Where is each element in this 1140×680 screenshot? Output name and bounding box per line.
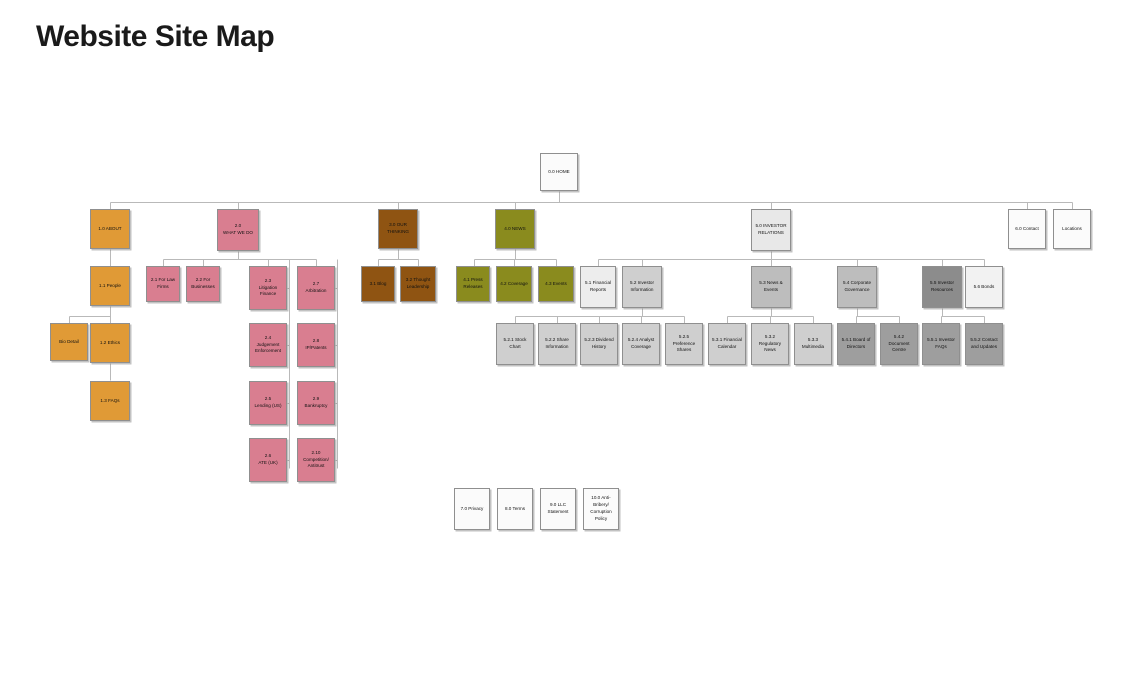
sitemap-node-label: 9.0 LLC Statement (547, 502, 569, 514)
sitemap-node-n2_2[interactable]: 2.2 For Businesses (186, 266, 220, 302)
sitemap-node-label: 5.2.3 Dividend History (584, 337, 614, 349)
sitemap-node-n4_1[interactable]: 4.1 Press Releases (456, 266, 490, 302)
sitemap-node-label: 1.3 FAQs (100, 397, 120, 403)
sitemap-node-n5_2_4[interactable]: 5.2.4 Analyst Coverage (622, 323, 660, 365)
page-title: Website Site Map (36, 20, 275, 53)
sitemap-node-n8_0[interactable]: 8.0 Terms (497, 488, 533, 530)
sitemap-node-label: 3.2 Thought Leadership (405, 277, 431, 289)
sitemap-node-n5_4[interactable]: 5.4 Corporate Governance (837, 266, 877, 308)
sitemap-node-n2_1[interactable]: 2.1 For Law Firms (146, 266, 180, 302)
sitemap-node-n5_5[interactable]: 5.5 Investor Resources (922, 266, 962, 308)
sitemap-node-label: 5.3.2 Regulatory News (758, 333, 782, 353)
sitemap-node-n3_1[interactable]: 3.1 Blog (361, 266, 395, 302)
sitemap-node-n5_2_5[interactable]: 5.2.5 Preference Shares (665, 323, 703, 365)
sitemap-node-n3_0[interactable]: 3.0 OUR THINKING (378, 209, 418, 249)
sitemap-node-label: 0.0 HOME (548, 168, 570, 174)
sitemap-node-label: 6.0 Contact (1015, 225, 1039, 231)
sitemap-node-label: 5.3.1 Financial Calendar (712, 337, 742, 349)
sitemap-node-n4_3[interactable]: 4.3 Events (538, 266, 574, 302)
sitemap-node-label: 4.1 Press Releases (463, 277, 483, 289)
sitemap-node-label: 4.2 Coverage (500, 280, 528, 286)
sitemap-node-n1_1[interactable]: 1.1 People (90, 266, 130, 306)
sitemap-node-label: 4.3 Events (545, 280, 567, 286)
sitemap-node-label: 3.1 Blog (369, 280, 387, 286)
sitemap-node-n5_3[interactable]: 5.3 News & Events (751, 266, 791, 308)
sitemap-node-n5_1[interactable]: 5.1 Financial Reports (580, 266, 616, 308)
sitemap-node-n4_2[interactable]: 4.2 Coverage (496, 266, 532, 302)
sitemap-node-label: 5.4 Corporate Governance (842, 280, 872, 292)
sitemap-node-label: 5.3.3 Multimedia (801, 337, 825, 349)
sitemap-node-loc[interactable]: Locations (1053, 209, 1091, 249)
sitemap-node-label: 1.2 Ethics (99, 339, 121, 345)
sitemap-node-label: 7.0 Privacy (460, 505, 484, 511)
sitemap-node-label: 5.2.4 Analyst Coverage (627, 337, 655, 349)
sitemap-node-n5_0[interactable]: 5.0 INVESTOR RELATIONS (751, 209, 791, 251)
sitemap-node-label: 5.4.2 Document Centre (888, 333, 910, 353)
sitemap-node-n3_2[interactable]: 3.2 Thought Leadership (400, 266, 436, 302)
sitemap-node-label: 5.5 Investor Resources (929, 280, 954, 292)
sitemap-node-n5_3_3[interactable]: 5.3.3 Multimedia (794, 323, 832, 365)
sitemap-node-n1_0[interactable]: 1.0 ABOUT (90, 209, 130, 249)
sitemap-node-label: 5.5.2 Contact and Updates (970, 337, 998, 349)
sitemap-node-bio[interactable]: Bio Detail (50, 323, 88, 361)
sitemap-node-n7_0[interactable]: 7.0 Privacy (454, 488, 490, 530)
sitemap-node-n4_0[interactable]: 4.0 NEWS (495, 209, 535, 249)
sitemap-node-label: 5.2.1 Stock Chart (503, 337, 527, 349)
sitemap-node-n1_3[interactable]: 1.3 FAQs (90, 381, 130, 421)
sitemap-node-label: Bio Detail (59, 338, 79, 344)
sitemap-node-n5_2_2[interactable]: 5.2.2 Share Information (538, 323, 576, 365)
sitemap-node-label: 5.3 News & Events (759, 280, 783, 292)
sitemap-node-n1_2[interactable]: 1.2 Ethics (90, 323, 130, 363)
sitemap-node-n5_5_1[interactable]: 5.5.1 Investor FAQs (922, 323, 960, 365)
sitemap-node-label: 8.0 Terms (504, 505, 526, 511)
sitemap-node-n5_3_1[interactable]: 5.3.1 Financial Calendar (708, 323, 746, 365)
sitemap-node-label: 3.0 OUR THINKING (387, 222, 409, 234)
sitemap-node-label: 5.2 Investor Information (629, 280, 654, 292)
sitemap-node-n5_4_1[interactable]: 5.4.1 Board of Directors (837, 323, 875, 365)
sitemap-node-n5_2[interactable]: 5.2 Investor Information (622, 266, 662, 308)
sitemap-node-label: 5.5.1 Investor FAQs (927, 337, 955, 349)
sitemap-node-label: 4.0 NEWS (504, 225, 526, 231)
sitemap-node-n5_6[interactable]: 5.6 Bonds (965, 266, 1003, 308)
sitemap-node-n10_0[interactable]: 10.0 Anti-Bribery/ Corruption Policy (583, 488, 619, 530)
sitemap-node-label: 5.6 Bonds (973, 283, 995, 289)
sitemap-node-home[interactable]: 0.0 HOME (540, 153, 578, 191)
sitemap-node-label: 2.1 For Law Firms (150, 277, 176, 289)
sitemap-node-n5_5_2[interactable]: 5.5.2 Contact and Updates (965, 323, 1003, 365)
sitemap-node-n5_2_1[interactable]: 5.2.1 Stock Chart (496, 323, 534, 365)
sitemap-node-label: 2.2 For Businesses (191, 277, 215, 289)
sitemap-node-label: 10.0 Anti-Bribery/ Corruption Policy (590, 495, 612, 521)
sitemap-node-n5_4_2[interactable]: 5.4.2 Document Centre (880, 323, 918, 365)
sitemap-node-n5_2_3[interactable]: 5.2.3 Dividend History (580, 323, 618, 365)
sitemap-node-label: 5.1 Financial Reports (584, 280, 612, 292)
sitemap-node-n5_3_2[interactable]: 5.3.2 Regulatory News (751, 323, 789, 365)
sitemap-node-label: 5.4.1 Board of Directors (841, 337, 871, 349)
sitemap-node-label: Locations (1062, 225, 1082, 231)
sitemap-node-n9_0[interactable]: 9.0 LLC Statement (540, 488, 576, 530)
sitemap-node-label: 5.0 INVESTOR RELATIONS (755, 223, 787, 235)
sitemap-node-label: 1.1 People (99, 282, 121, 288)
sitemap-node-label: 5.2.5 Preference Shares (672, 333, 696, 353)
sitemap-node-n6_0[interactable]: 6.0 Contact (1008, 209, 1046, 249)
sitemap-node-label: 5.2.2 Share Information (545, 337, 569, 349)
sitemap-node-label: 1.0 ABOUT (98, 225, 122, 231)
